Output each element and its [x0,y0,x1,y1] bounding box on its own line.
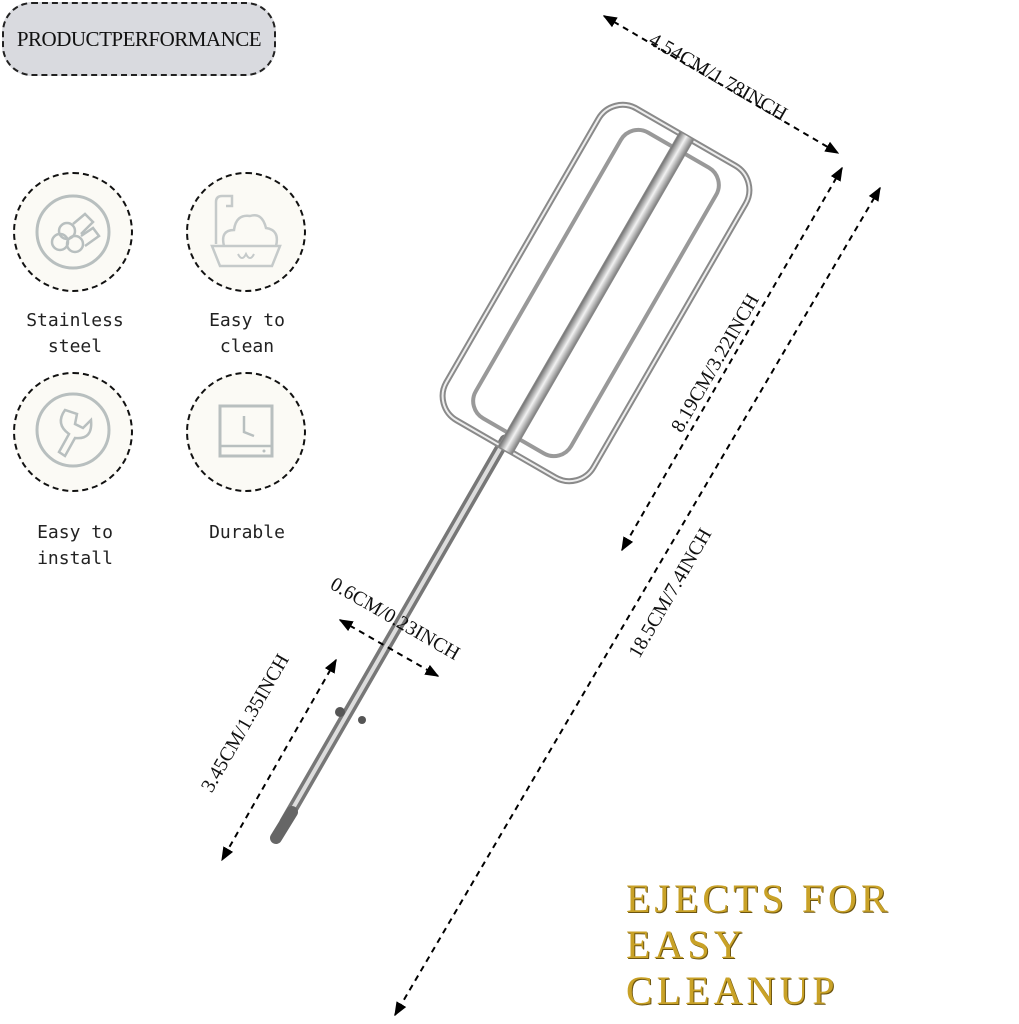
width-dimension-arrow [602,15,840,154]
total-length-dimension-arrow [394,186,881,1017]
clock-box-icon [218,404,274,458]
shaft-diameter-dimension-arrow [338,619,440,677]
feature-stainless-steel-circle [13,172,133,292]
cleaning-basin-icon [210,194,282,268]
feature-label-stainless-steel: Stainless steel [26,310,124,357]
wrench-icon [35,392,111,468]
slogan: EJECTS FOR EASY CLEANUP [626,876,1019,1014]
feature-label-easy-clean: Easy to clean [209,310,285,357]
feature-label-easy-install: Easy to install [37,522,113,569]
shank-length-dimension-arrow [221,658,337,862]
feature-label-durable: Durable [209,522,285,543]
feature-easy-install-circle [13,372,133,492]
stainless-steel-icon [35,194,111,270]
feature-easy-clean-circle [186,172,306,292]
slogan-line-1: EJECTS FOR EASY [626,876,892,967]
beater-paddle [439,101,753,485]
feature-durable-circle [186,372,306,492]
beater-shaft [270,434,511,844]
slogan-line-2: CLEANUP [626,968,839,1013]
product-performance-badge: PRODUCTPERFORMANCE [2,2,276,76]
